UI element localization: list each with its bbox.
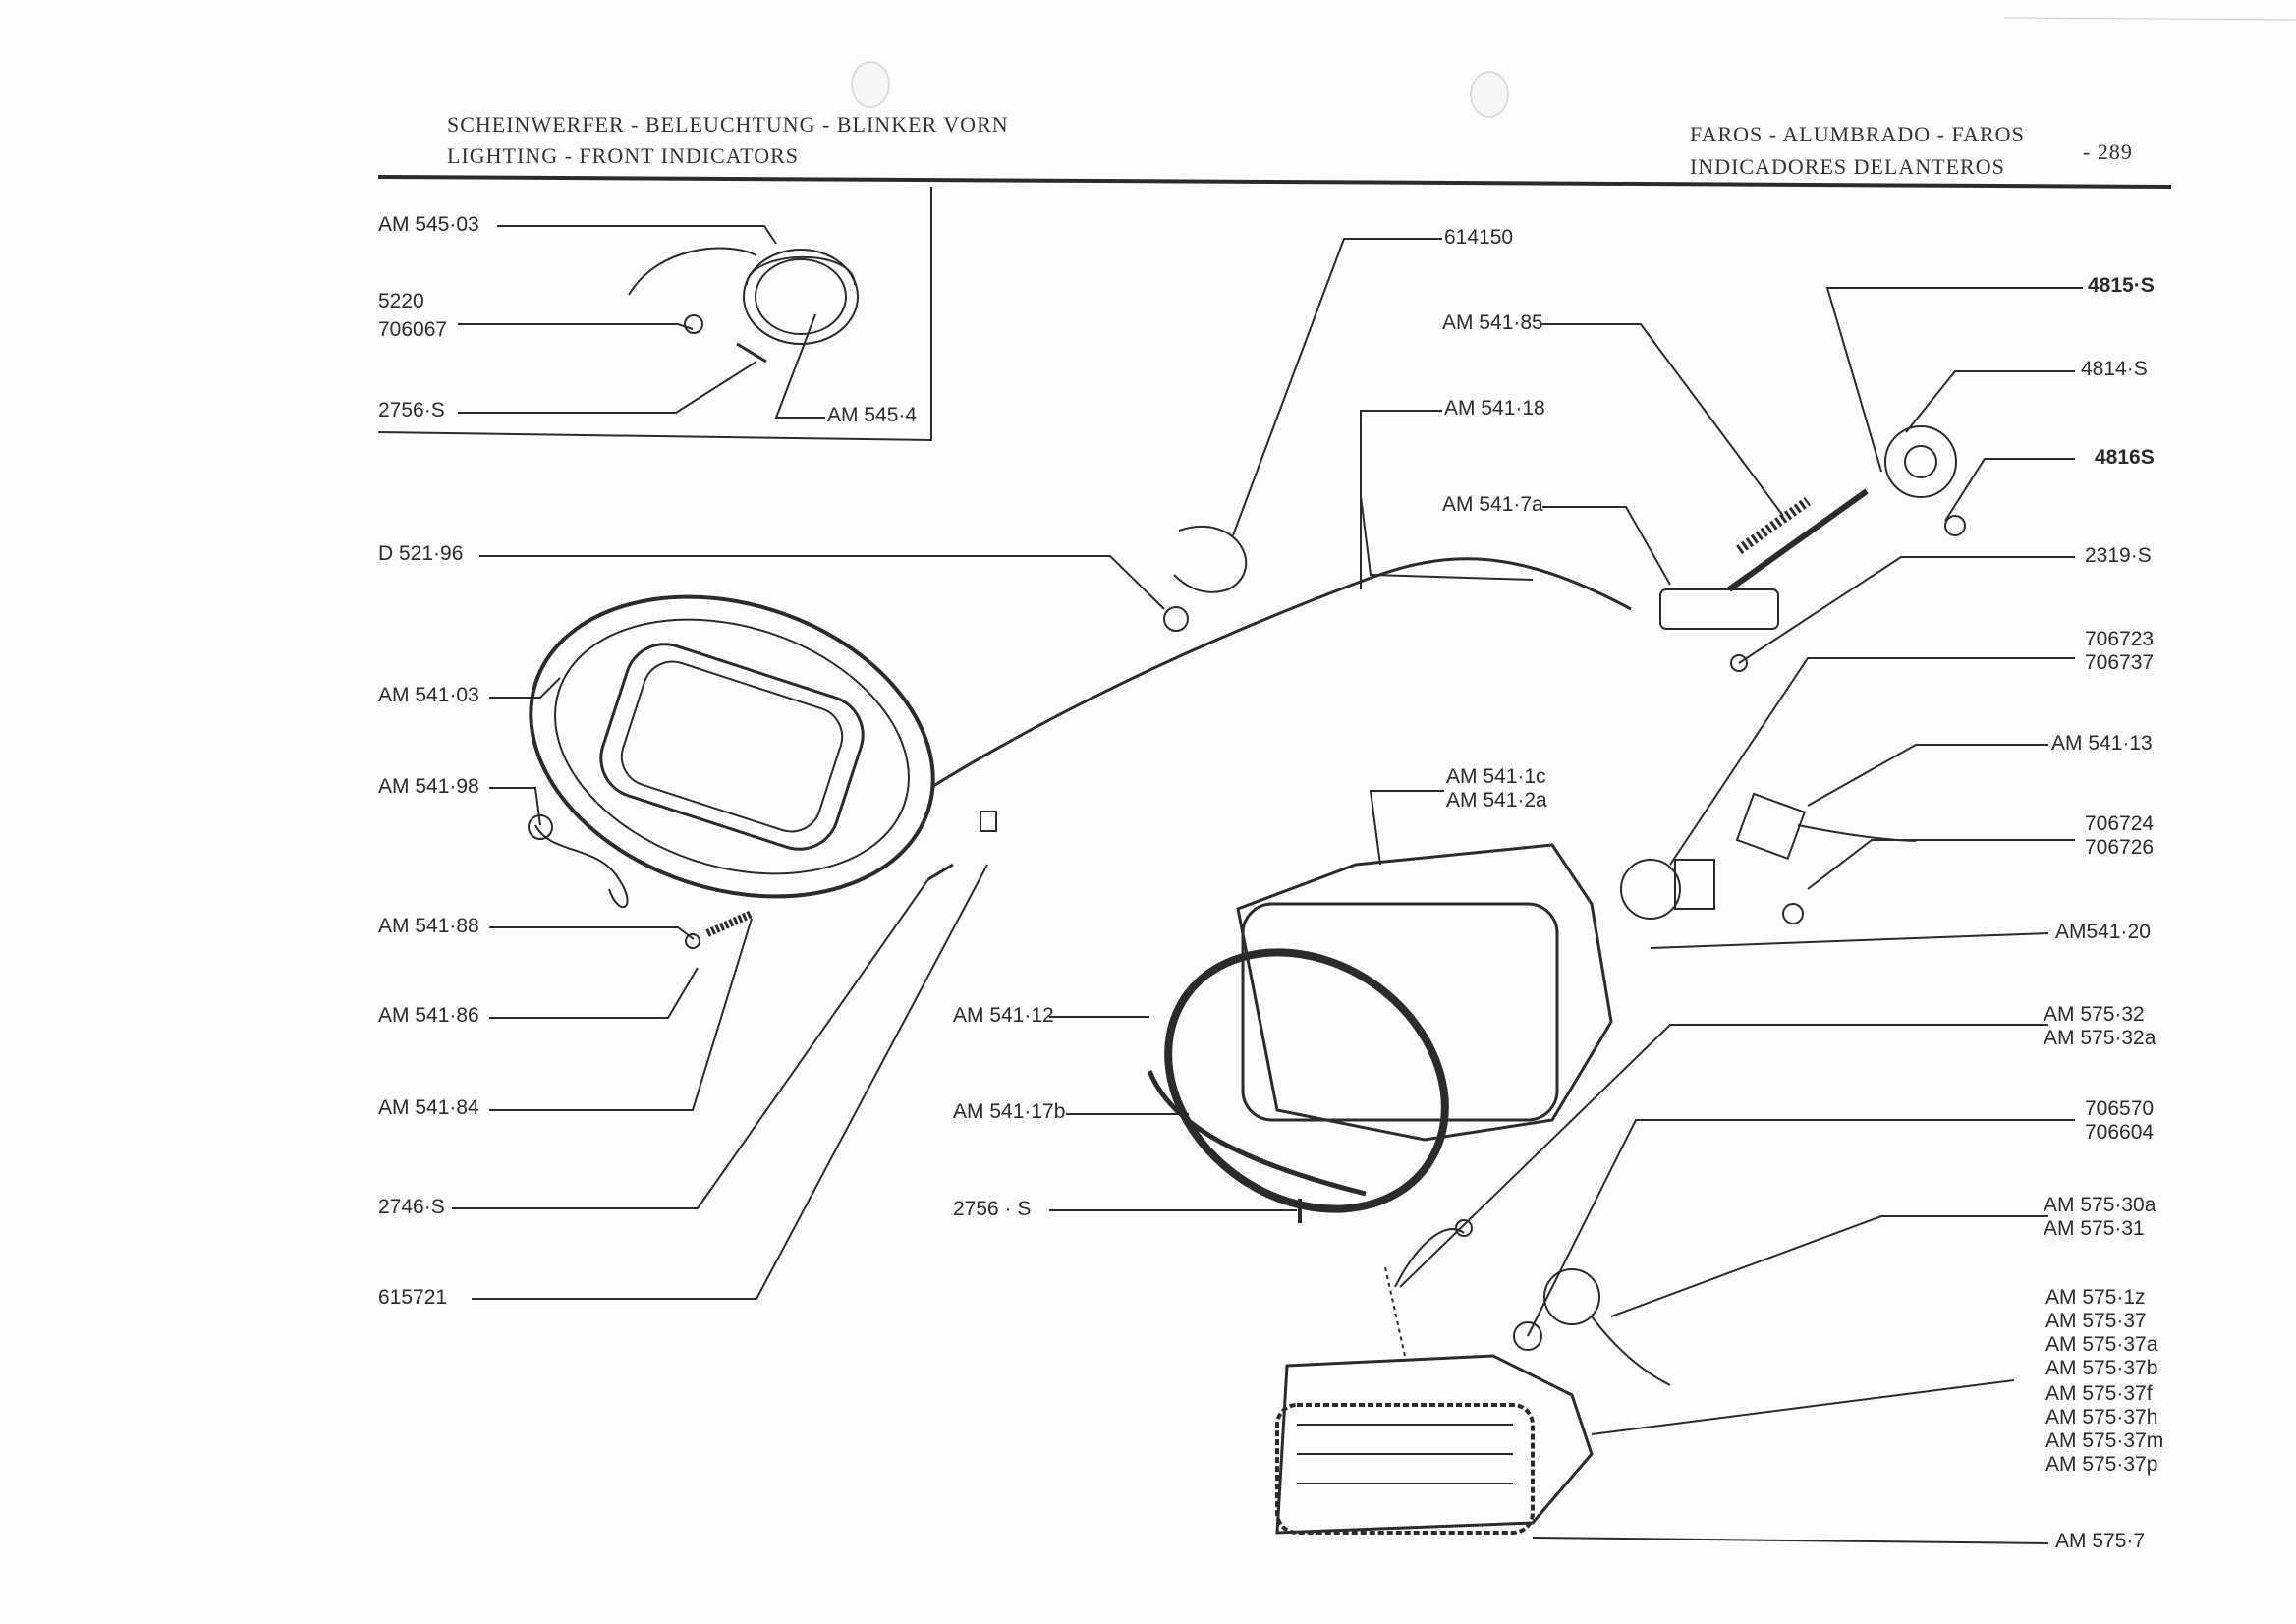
label-am575-31: AM 575·31 [2044, 1217, 2145, 1240]
headlamp-bezel [529, 594, 935, 899]
label-am575-37m: AM 575·37m [2045, 1429, 2164, 1452]
label-am545-03: AM 545·03 [378, 213, 479, 236]
label-706723: 706723 [2085, 628, 2155, 650]
label-am541-85: AM 541·85 [1442, 311, 1543, 334]
label-am541-03: AM 541·03 [378, 684, 479, 706]
label-am575-37f: AM 575·37f [2045, 1382, 2153, 1405]
label-am575-37a: AM 575·37a [2045, 1333, 2158, 1356]
label-am541-84: AM 541·84 [378, 1096, 479, 1119]
inset-box [377, 187, 932, 442]
label-am545-4: AM 545·4 [827, 404, 918, 426]
punch-hole-left [851, 61, 890, 108]
headlamp-body [1236, 843, 1613, 1142]
header-rule [377, 175, 2172, 189]
label-4814s: 4814·S [2081, 358, 2148, 380]
label-am575-7: AM 575·7 [2055, 1530, 2146, 1552]
label-am541-88: AM 541·88 [378, 915, 479, 937]
label-am541-13: AM 541·13 [2051, 732, 2153, 755]
label-2746s: 2746·S [378, 1196, 445, 1218]
page-number: - 289 [2083, 140, 2133, 164]
label-am575-37: AM 575·37 [2045, 1310, 2147, 1332]
label-am541-12: AM 541·12 [953, 1004, 1054, 1027]
label-am541-98: AM 541·98 [378, 775, 479, 798]
label-am541-18: AM 541·18 [1444, 397, 1545, 420]
label-2319s: 2319·S [2085, 544, 2152, 567]
label-615721: 615721 [378, 1286, 448, 1309]
label-614150: 614150 [1444, 226, 1514, 249]
label-am541-7a: AM 541·7a [1442, 493, 1543, 516]
label-am575-37b: AM 575·37b [2045, 1357, 2158, 1379]
label-706067: 706067 [378, 318, 448, 341]
label-am541-17b: AM 541·17b [953, 1100, 1066, 1123]
header-title-es-1: FAROS - ALUMBRADO - FAROS [1690, 122, 2025, 146]
label-am575-37h: AM 575·37h [2045, 1406, 2158, 1428]
label-am541-1c: AM 541·1c [1446, 765, 1546, 788]
label-am575-1z: AM 575·1z [2045, 1286, 2146, 1309]
label-5220: 5220 [378, 290, 424, 312]
label-am541-2a: AM 541·2a [1446, 789, 1547, 812]
label-706737: 706737 [2085, 651, 2155, 674]
label-d521-96: D 521·96 [378, 542, 464, 565]
label-am541-86: AM 541·86 [378, 1004, 479, 1027]
label-am575-30a: AM 575·30a [2044, 1194, 2156, 1216]
label-706726: 706726 [2085, 836, 2155, 859]
label-706724: 706724 [2085, 812, 2155, 835]
label-706604: 706604 [2085, 1121, 2155, 1144]
label-2756s-center: 2756 · S [953, 1198, 1032, 1220]
label-706570: 706570 [2085, 1097, 2155, 1120]
label-am575-37p: AM 575·37p [2045, 1453, 2158, 1476]
header-title-es-2: INDICADORES DELANTEROS [1690, 154, 2005, 179]
punch-hole-right [1470, 71, 1509, 118]
label-am575-32: AM 575·32 [2044, 1003, 2145, 1026]
label-4816s: 4816S [2095, 446, 2155, 469]
header-title-en: LIGHTING - FRONT INDICATORS [447, 143, 800, 168]
label-am541-20: AM541·20 [2055, 921, 2151, 943]
indicator-lens [1275, 1354, 1594, 1535]
label-2756s-inset: 2756·S [378, 399, 445, 421]
label-4815s: 4815·S [2088, 274, 2155, 297]
label-am575-32a: AM 575·32a [2044, 1027, 2156, 1049]
header-title-de: SCHEINWERFER - BELEUCHTUNG - BLINKER VOR… [447, 112, 1009, 137]
